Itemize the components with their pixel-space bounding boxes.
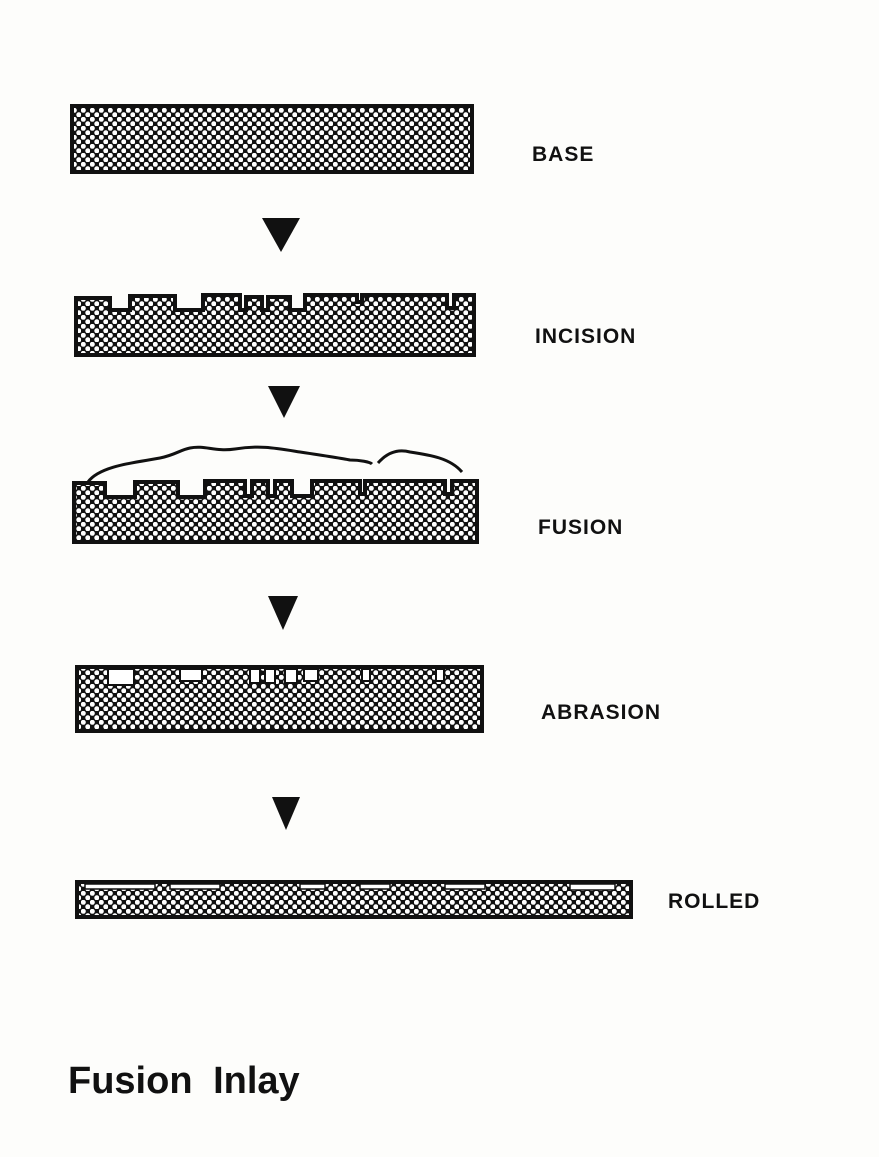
- arrow-down-icon: [272, 797, 300, 830]
- abrasion-bar: [75, 665, 484, 733]
- incision-bar: [74, 293, 476, 357]
- base-bar: [70, 104, 474, 174]
- arrow-down-icon: [262, 218, 300, 252]
- fusion-bar: [72, 479, 479, 544]
- step-label-abrasion: ABRASION: [541, 701, 662, 724]
- step-label-rolled: ROLLED: [668, 890, 761, 913]
- rolled-bar: [75, 880, 633, 919]
- step-label-incision: INCISION: [535, 325, 637, 348]
- diagram-title: Fusion Inlay: [68, 1060, 300, 1102]
- abrasion-inlays: [107, 668, 445, 686]
- arrow-down-icon: [268, 386, 300, 418]
- step-label-base: BASE: [532, 143, 595, 166]
- arrow-down-icon: [268, 596, 298, 630]
- fusion-layer-outline: [86, 445, 464, 483]
- rolled-inlays: [84, 883, 616, 891]
- step-label-fusion: FUSION: [538, 516, 624, 539]
